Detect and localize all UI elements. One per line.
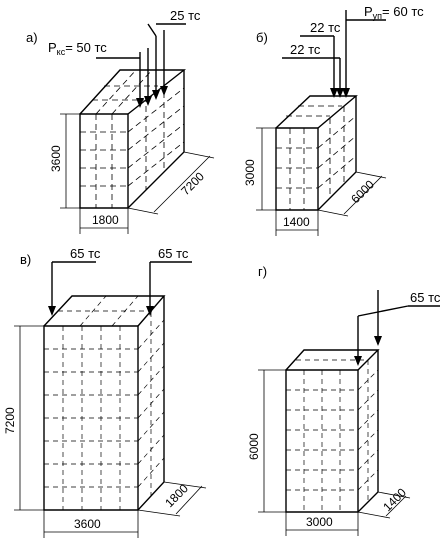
panel-v-dimension-lines <box>14 325 207 538</box>
panel-v: в) <box>3 246 207 538</box>
panel-b: б) <box>243 4 424 236</box>
panel-a: а) <box>26 8 215 234</box>
panel-g-dim-depth: 1400 <box>380 485 409 514</box>
panel-b-dim-width: 1400 <box>283 215 310 229</box>
panel-v-label: в) <box>20 252 31 267</box>
panel-b-load-arrows <box>282 10 386 98</box>
panel-b-load-main: Pуп= 60 тс <box>364 4 424 21</box>
panel-a-dim-height: 3600 <box>49 145 63 172</box>
panel-a-brick-block <box>79 69 187 209</box>
panel-a-dim-width: 1800 <box>92 213 119 227</box>
panel-v-load-right: 65 тс <box>158 246 189 261</box>
panel-g-dim-width: 3000 <box>306 515 333 529</box>
panel-v-brick-block <box>43 295 166 511</box>
panel-a-load-main: Pкс= 50 тс <box>48 40 107 57</box>
panel-v-dim-width: 3600 <box>74 517 101 531</box>
panel-a-dimension-lines <box>60 113 215 234</box>
panel-b-load-side-2: 22 тс <box>290 42 321 57</box>
panel-b-label: б) <box>256 30 268 45</box>
panel-g-load: 65 тс <box>410 290 441 305</box>
panel-v-load-arrows <box>48 261 192 316</box>
panel-a-load-side: 25 тс <box>170 8 201 23</box>
panel-b-dimension-lines <box>256 127 387 236</box>
panel-g-dim-height: 6000 <box>247 433 261 460</box>
panel-b-dim-height: 3000 <box>243 159 257 186</box>
panel-b-brick-block <box>275 95 358 211</box>
panel-a-dim-depth: 7200 <box>178 169 207 198</box>
panel-g: г) <box>247 264 441 536</box>
panel-b-dim-depth: 6000 <box>348 177 377 206</box>
panel-a-load-arrows <box>96 23 186 108</box>
panel-g-brick-block <box>285 349 380 513</box>
panel-v-dim-height: 7200 <box>3 407 17 434</box>
panel-v-load-left: 65 тс <box>70 246 101 261</box>
panel-g-dimension-lines <box>258 369 411 536</box>
panel-g-load-arrows <box>354 290 440 366</box>
panel-b-load-side-1: 22 тс <box>310 20 341 35</box>
panel-a-label: а) <box>26 30 38 45</box>
panel-g-label: г) <box>258 264 267 279</box>
